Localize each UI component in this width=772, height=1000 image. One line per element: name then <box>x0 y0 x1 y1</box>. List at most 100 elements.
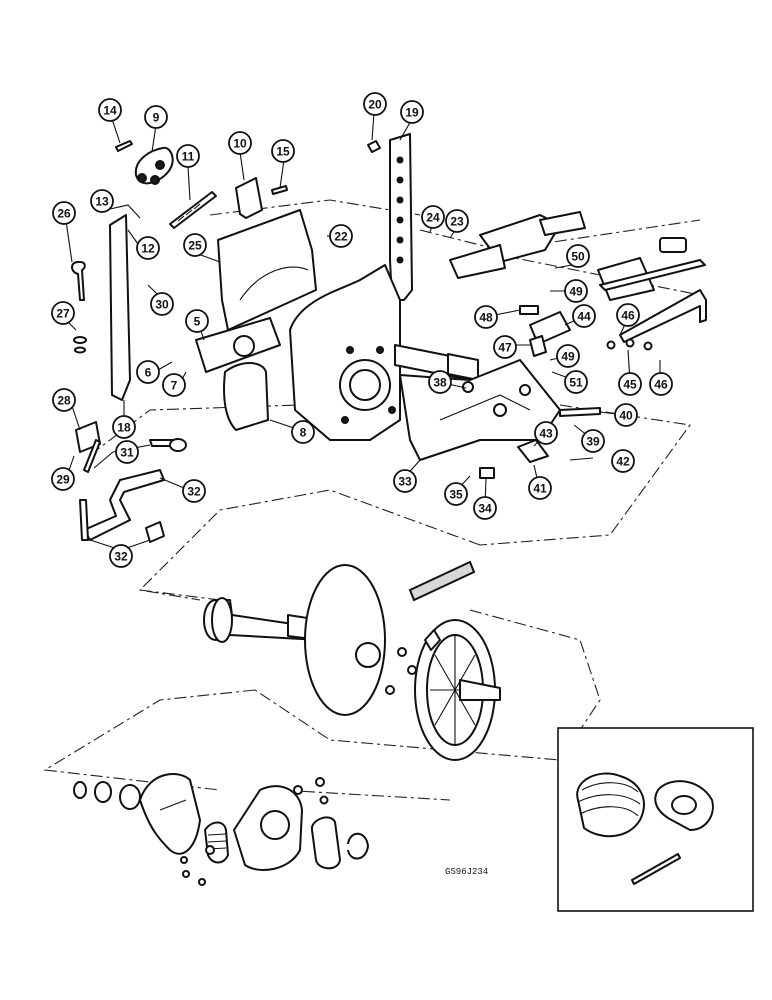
callout-number: 26 <box>57 207 71 221</box>
callout-number: 31 <box>120 446 134 460</box>
callout-49b: 49 <box>556 344 580 368</box>
callout-7: 7 <box>162 373 186 397</box>
callout-circle <box>185 309 209 333</box>
callout-number: 38 <box>433 376 447 390</box>
callout-circle <box>52 388 76 412</box>
callout-circle <box>136 236 160 260</box>
callout-circle <box>581 429 605 453</box>
callout-circle <box>162 373 186 397</box>
callout-33: 33 <box>393 469 417 493</box>
callout-number: 46 <box>621 309 635 323</box>
callout-27: 27 <box>51 301 75 325</box>
lever-rod-part <box>83 439 101 473</box>
callout-43: 43 <box>534 421 558 445</box>
callout-number: 10 <box>233 137 247 151</box>
callout-number: 39 <box>586 435 600 449</box>
callout-circle <box>528 476 552 500</box>
callout-circle <box>566 244 590 268</box>
inset-spring-part <box>576 772 645 838</box>
callout-8: 8 <box>291 420 315 444</box>
callout-number: 34 <box>478 502 492 516</box>
bolt-part <box>271 185 288 195</box>
callout-19: 19 <box>400 100 424 124</box>
callout-29: 29 <box>51 467 75 491</box>
callout-45: 45 <box>618 372 642 396</box>
callout-22: 22 <box>329 224 353 248</box>
callout-circle <box>564 370 588 394</box>
inset-detail <box>557 727 754 912</box>
nut-part <box>462 381 474 393</box>
callout-number: 41 <box>533 482 547 496</box>
drive-rod-part <box>408 560 476 602</box>
callout-number: 32 <box>187 485 201 499</box>
callout-35: 35 <box>444 482 468 506</box>
callout-13: 13 <box>90 189 114 213</box>
callout-circle <box>616 303 640 327</box>
callout-circle <box>614 403 638 427</box>
callout-number: 49 <box>569 285 583 299</box>
cover-part <box>223 362 269 431</box>
callout-number: 11 <box>182 150 195 164</box>
knob-part <box>529 335 547 357</box>
callout-number: 13 <box>95 195 109 209</box>
callout-number: 30 <box>155 298 169 312</box>
callout-number: 28 <box>57 394 71 408</box>
callout-number: 50 <box>571 250 585 264</box>
callout-number: 48 <box>479 311 493 325</box>
callout-number: 18 <box>117 421 131 435</box>
callout-15: 15 <box>271 139 295 163</box>
callout-46b: 46 <box>649 372 673 396</box>
callout-50: 50 <box>566 244 590 268</box>
callout-number: 8 <box>300 426 307 440</box>
callout-number: 42 <box>616 455 630 469</box>
cover-plate-part <box>217 209 317 331</box>
callout-circle <box>445 209 469 233</box>
callout-circle <box>51 467 75 491</box>
callout-44: 44 <box>572 304 596 328</box>
callout-46a: 46 <box>616 303 640 327</box>
callout-circle <box>474 305 498 329</box>
callout-31: 31 <box>115 440 139 464</box>
callout-circle <box>400 100 424 124</box>
callout-circle <box>52 201 76 225</box>
callout-20: 20 <box>363 92 387 116</box>
callout-circle <box>329 224 353 248</box>
callout-number: 24 <box>426 211 440 225</box>
callout-circle <box>493 335 517 359</box>
callout-number: 14 <box>103 104 117 118</box>
callout-circle <box>572 304 596 328</box>
callout-6: 6 <box>136 360 160 384</box>
small-block-part <box>519 305 539 315</box>
callout-number: 43 <box>539 427 553 441</box>
callout-number: 6 <box>145 366 152 380</box>
callout-circle <box>183 233 207 257</box>
lower-assembly <box>73 773 369 886</box>
callout-circle <box>428 370 452 394</box>
inset-pin-part <box>631 853 681 885</box>
callout-circle <box>112 415 136 439</box>
callout-39: 39 <box>581 429 605 453</box>
callout-number: 51 <box>569 376 583 390</box>
callout-number: 40 <box>619 409 633 423</box>
callout-38: 38 <box>428 370 452 394</box>
callout-circle <box>393 469 417 493</box>
callout-42: 42 <box>611 449 635 473</box>
callout-circle <box>109 544 133 568</box>
callout-number: 47 <box>498 341 512 355</box>
callout-circle <box>649 372 673 396</box>
callout-number: 27 <box>56 307 70 321</box>
callout-number: 12 <box>141 242 155 256</box>
vertical-bar-part <box>109 214 131 401</box>
middle-assembly <box>203 560 501 761</box>
callout-40: 40 <box>614 403 638 427</box>
callout-49a: 49 <box>564 279 588 303</box>
collar-part <box>310 816 341 870</box>
small-bolt-part <box>367 140 381 153</box>
callout-number: 15 <box>276 145 290 159</box>
callout-number: 44 <box>577 310 591 324</box>
callout-number: 49 <box>561 350 575 364</box>
callout-circle <box>136 360 160 384</box>
callout-circle <box>51 301 75 325</box>
callout-23: 23 <box>445 209 469 233</box>
